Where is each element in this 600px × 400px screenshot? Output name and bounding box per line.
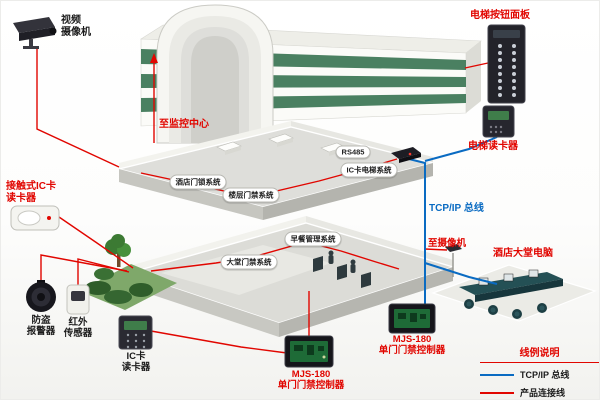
building-illustration bbox=[140, 4, 482, 144]
lobby-access-system-tag: 大堂门禁系统 bbox=[220, 254, 278, 270]
tcpip-line-sample bbox=[480, 373, 514, 376]
legend: 线例说明 TCP/IP 总线 产品连接线 bbox=[480, 344, 599, 399]
elevator-button-panel-label: 电梯按钮面板 bbox=[470, 10, 530, 21]
burglar-alarm-label: 防盗 报警器 bbox=[26, 315, 56, 338]
infrared-sensor-icon bbox=[66, 284, 90, 315]
floor-card-reader-icon bbox=[391, 147, 421, 163]
tcpip-bus-lines bbox=[404, 136, 498, 306]
ic-card-reader-icon bbox=[118, 315, 153, 350]
video-camera-label: 视频 摄像机 bbox=[61, 15, 91, 38]
burglar-alarm-icon bbox=[26, 280, 56, 312]
elevator-button-panel-icon bbox=[487, 24, 526, 104]
legend-item-tcpip-label: TCP/IP 总线 bbox=[520, 370, 570, 380]
garden bbox=[79, 234, 177, 310]
lobby-pole-camera-icon bbox=[445, 244, 462, 252]
mjs180-controller-right-label: MJS-180 单门门禁控制器 bbox=[378, 334, 446, 357]
elevator-card-reader-icon bbox=[482, 105, 515, 138]
lobby-turnstiles bbox=[313, 250, 371, 288]
mjs180-controller-bottom-label: MJS-180 单门门禁控制器 bbox=[277, 369, 345, 392]
infrared-sensor-label: 红外 传感器 bbox=[63, 317, 93, 340]
to-monitoring-center-label: 至监控中心 bbox=[159, 119, 209, 130]
mjs180-controller-right-icon bbox=[388, 303, 436, 334]
contact-ic-card-reader-icon bbox=[10, 205, 60, 231]
to-camera-label: 至摄像机 bbox=[428, 238, 467, 249]
ic-card-elevator-system-tag: IC卡电梯系统 bbox=[340, 162, 398, 178]
floor-access-system-tag: 楼层门禁系统 bbox=[222, 187, 280, 203]
product-line-sample bbox=[480, 391, 514, 394]
legend-item-product: 产品连接线 bbox=[480, 386, 599, 399]
legend-item-tcpip: TCP/IP 总线 bbox=[480, 368, 599, 381]
hotel-door-lock-system-tag: 酒店门锁系统 bbox=[169, 174, 227, 190]
tcpip-bus-label: TCP/IP 总线 bbox=[429, 203, 484, 214]
hotel-lobby-computer-label: 酒店大堂电脑 bbox=[493, 248, 553, 259]
rs485-tag: RS485 bbox=[335, 145, 371, 159]
legend-divider bbox=[480, 362, 599, 363]
legend-title: 线例说明 bbox=[519, 348, 560, 359]
ic-card-reader-label: IC卡 读卡器 bbox=[121, 351, 151, 374]
elevator-card-reader-label: 电梯读卡器 bbox=[468, 141, 518, 152]
cctv-camera-icon bbox=[13, 17, 57, 49]
mjs180-controller-bottom-icon bbox=[284, 335, 334, 368]
breakfast-management-system-tag: 早餐管理系统 bbox=[284, 231, 342, 247]
lobby-floor-platform bbox=[126, 216, 456, 337]
contact-ic-card-reader-label: 接触式IC卡 读卡器 bbox=[6, 181, 56, 204]
legend-item-product-label: 产品连接线 bbox=[520, 388, 566, 398]
